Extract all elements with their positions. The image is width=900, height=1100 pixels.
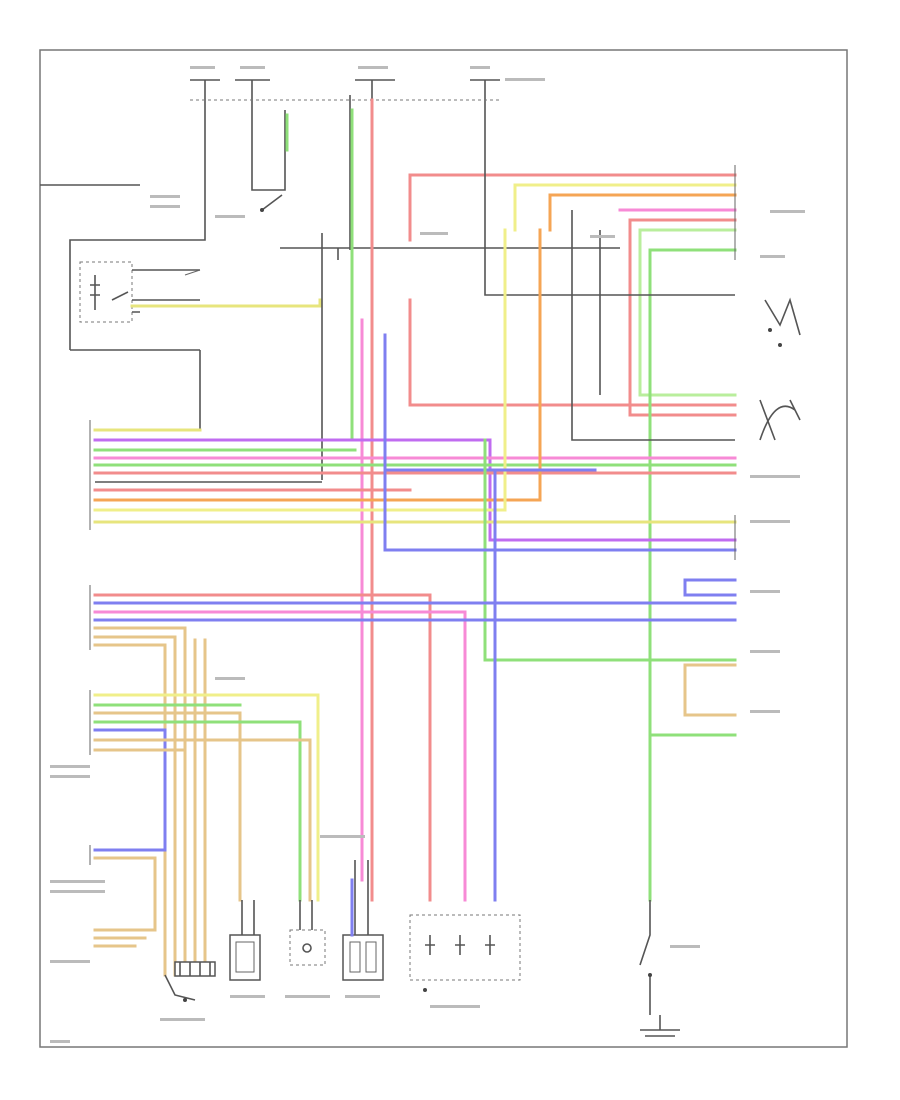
ground-icon	[640, 1015, 680, 1037]
ecm-lower-wires	[93, 693, 652, 948]
solenoid-b-icon	[342, 860, 384, 981]
diagram-frame	[39, 49, 848, 1048]
label-marks	[50, 66, 805, 1043]
switch-icon	[639, 900, 652, 1015]
main-relay-icon	[40, 184, 201, 430]
wheel-sensor-icon	[289, 900, 326, 966]
solenoid-block-icon	[409, 914, 521, 992]
sensor-bottom-left	[164, 961, 216, 1002]
right-harness	[408, 150, 737, 737]
ecm-left-wires	[93, 228, 737, 662]
solenoid-a-icon	[229, 900, 261, 981]
splice-dot	[260, 208, 264, 212]
cross-bus	[280, 233, 620, 480]
power-feeds	[69, 79, 500, 350]
throttle-sensor-icon	[759, 297, 801, 441]
ecm-mid-wires	[93, 468, 737, 977]
